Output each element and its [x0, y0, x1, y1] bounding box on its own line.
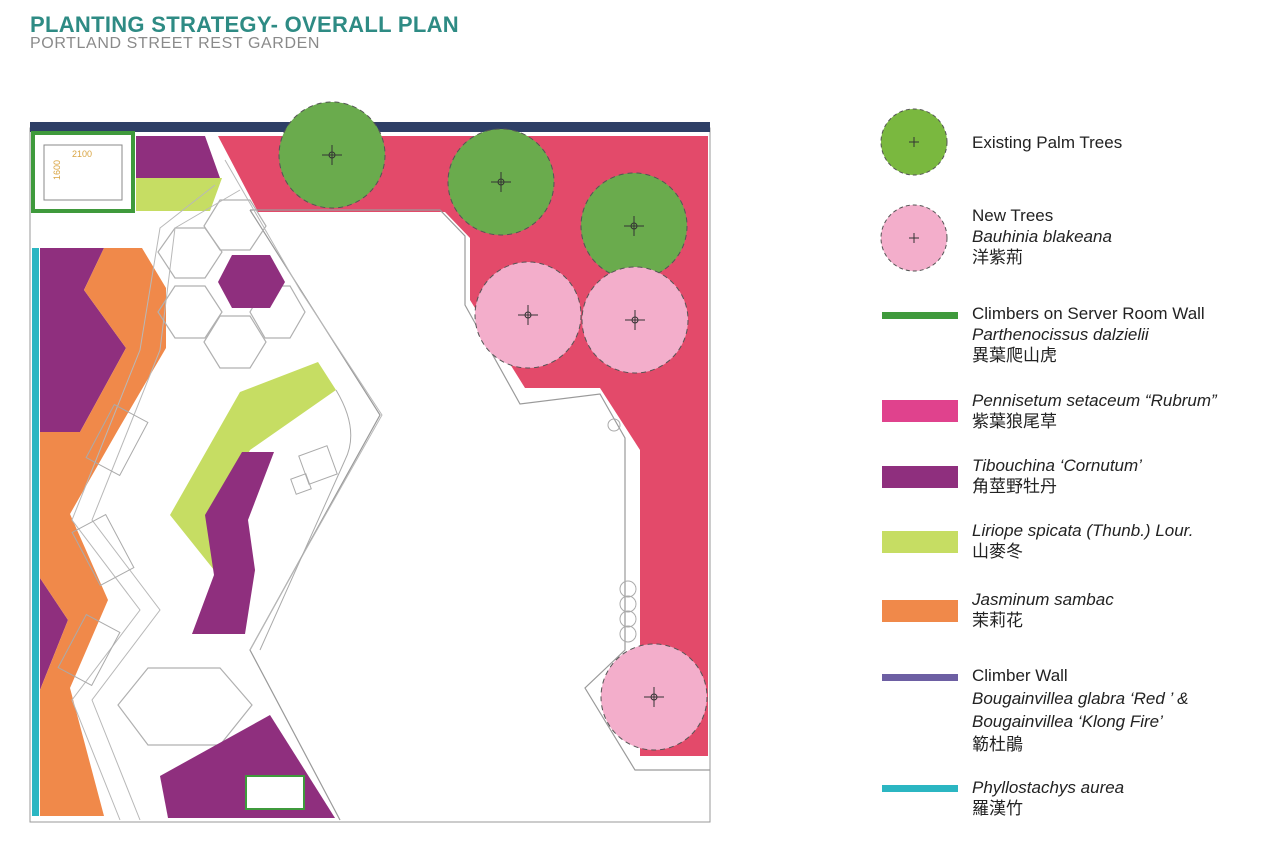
legend-latin: Bauhinia blakeana [972, 227, 1112, 246]
legend-label: Existing Palm Trees [972, 133, 1123, 152]
legend-chinese: 茉莉花 [972, 611, 1023, 630]
tibouchina-swatch-icon [882, 466, 958, 488]
curved-terrace [259, 389, 352, 651]
server-room-width-label: 2100 [72, 149, 92, 159]
legend-latin: Pennisetum setaceum “Rubrum” [972, 391, 1217, 410]
tree-center-markers [322, 145, 664, 707]
jasminum-swatch-icon [882, 600, 958, 622]
legend-chinese: 羅漢竹 [972, 799, 1023, 818]
legend-chinese: 山麥冬 [972, 542, 1023, 561]
legend-latin: Phyllostachys aurea [972, 778, 1125, 797]
garden-plan: 2100 1600 [29, 101, 711, 823]
legend-chinese: 簕杜鵑 [972, 735, 1023, 754]
palm-swatch-icon [880, 108, 948, 176]
legend-chinese: 角莖野牡丹 [972, 477, 1057, 496]
legend-label: Climber Wall [972, 666, 1068, 685]
new-tree-swatch-icon [880, 204, 948, 272]
path-lines [71, 159, 383, 821]
server-room [31, 131, 135, 213]
legend-latin: Jasminum sambac [972, 590, 1114, 609]
tibouchina-bed-top [136, 136, 220, 178]
tibouchina-bed-chevron [192, 452, 274, 634]
climber-server-swatch-icon [882, 312, 958, 319]
server-room-inner [43, 144, 123, 201]
page-title: PLANTING STRATEGY- OVERALL PLAN [30, 12, 459, 37]
phyllostachys-strip [32, 248, 39, 816]
climber-wall-swatch-icon [882, 674, 958, 681]
phyllostachys-swatch-icon [882, 785, 958, 792]
stepping-stones [607, 418, 637, 643]
page-subtitle: PORTLAND STREET REST GARDEN [30, 35, 321, 52]
legend-label: Climbers on Server Room Wall [972, 304, 1205, 323]
server-room-height-label: 1600 [52, 160, 62, 180]
liriope-swatch-icon [882, 531, 958, 553]
legend-chinese: 洋紫荊 [972, 248, 1023, 267]
liriope-bed-chevron [170, 362, 336, 634]
legend-chinese: 紫葉狼尾草 [972, 412, 1057, 431]
legend-chinese: 異葉爬山虎 [972, 346, 1057, 365]
benches [57, 403, 338, 687]
legend-latin: Parthenocissus dalzielii [972, 325, 1149, 344]
legend-latin-2: Bougainvillea ‘Klong Fire’ [972, 712, 1163, 731]
legend-latin: Liriope spicata (Thunb.) Lour. [972, 521, 1194, 540]
jasminum-bed-left [40, 248, 166, 816]
tibouchina-bed-left [40, 248, 126, 432]
liriope-bed-top [136, 178, 222, 211]
pennisetum-swatch-icon [882, 400, 958, 422]
tibouchina-hex [218, 255, 285, 308]
tibouchina-bed-left-lower [40, 578, 68, 690]
pennisetum-bed [218, 136, 708, 756]
legend-latin: Bougainvillea glabra ‘Red ’ & [972, 689, 1189, 708]
legend-latin: Tibouchina ‘Cornutum’ [972, 456, 1142, 475]
bottom-planter-box [245, 775, 305, 810]
legend-label: New Trees [972, 206, 1054, 225]
